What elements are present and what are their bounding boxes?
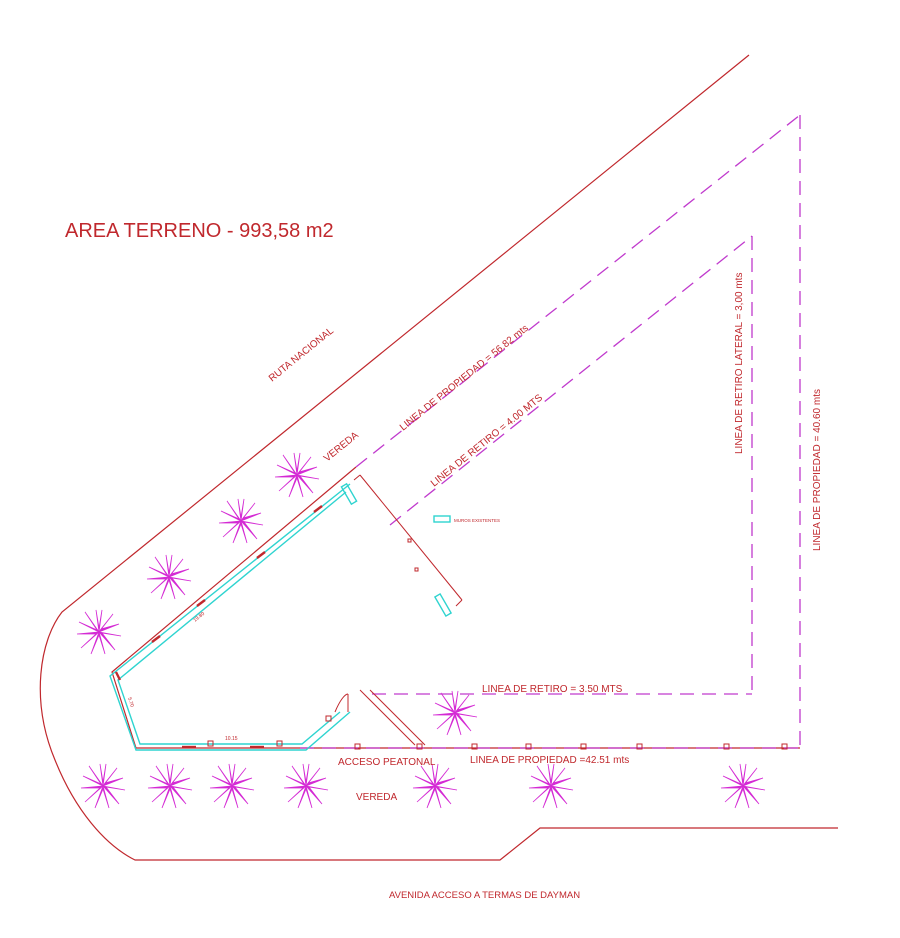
tree bbox=[283, 763, 329, 809]
property-line-diagonal bbox=[355, 114, 801, 468]
tree bbox=[147, 763, 193, 809]
setback-lateral-label: LINEA DE RETIRO LATERAL = 3,00 mts bbox=[734, 273, 745, 454]
dim-diagonal: 19.80 bbox=[192, 611, 206, 624]
wall-stub-top bbox=[340, 482, 358, 506]
wall-outer bbox=[109, 483, 351, 751]
setback-bottom-label: LINEA DE RETIRO = 3.50 MTS bbox=[482, 684, 623, 695]
tree bbox=[274, 452, 320, 498]
property-lines bbox=[300, 114, 801, 749]
dim-bottom: 10.15 bbox=[225, 736, 238, 742]
area-title: AREA TERRENO - 993,58 m2 bbox=[65, 220, 334, 242]
ruta-label: RUTA NACIONAL bbox=[267, 325, 336, 384]
tree bbox=[209, 763, 255, 809]
muros-legend-label: MUROS EXISTENTES bbox=[454, 518, 500, 523]
wall-inner bbox=[117, 491, 347, 745]
tree bbox=[218, 498, 264, 544]
tree bbox=[412, 763, 458, 809]
wall-joints bbox=[114, 505, 323, 749]
fence-posts bbox=[207, 538, 788, 750]
tree bbox=[146, 554, 192, 600]
tree bbox=[80, 763, 126, 809]
vereda-bottom-label: VEREDA bbox=[356, 792, 397, 803]
wall-stub-right bbox=[433, 593, 453, 617]
trees bbox=[76, 452, 766, 809]
property-line-bottom-label: LINEA DE PROPIEDAD =42.51 mts bbox=[470, 755, 629, 766]
dim-left: 5.70 bbox=[126, 697, 135, 708]
legend-wall-swatch bbox=[433, 515, 451, 523]
labels: AREA TERRENO - 993,58 m2 RUTA NACIONAL V… bbox=[65, 220, 823, 901]
avenida-label: AVENIDA ACCESO A TERMAS DE DAYMAN bbox=[389, 890, 580, 901]
setback-diag-label: LINEA DE RETIRO = 4.00 MTS bbox=[429, 392, 545, 489]
tree bbox=[432, 690, 478, 736]
tree bbox=[528, 763, 574, 809]
road-outline bbox=[39, 54, 838, 861]
tree bbox=[720, 763, 766, 809]
road-outer-edge bbox=[39, 54, 838, 861]
property-line-right-label: LINEA DE PROPIEDAD = 40.60 mts bbox=[812, 389, 823, 551]
vereda-top-label: VEREDA bbox=[322, 430, 361, 465]
structure-lines bbox=[334, 474, 463, 746]
tree bbox=[76, 609, 122, 655]
setback-line-diagonal bbox=[389, 235, 753, 526]
acceso-peatonal-label: ACCESO PEATONAL bbox=[338, 757, 436, 768]
existing-walls bbox=[109, 482, 453, 751]
